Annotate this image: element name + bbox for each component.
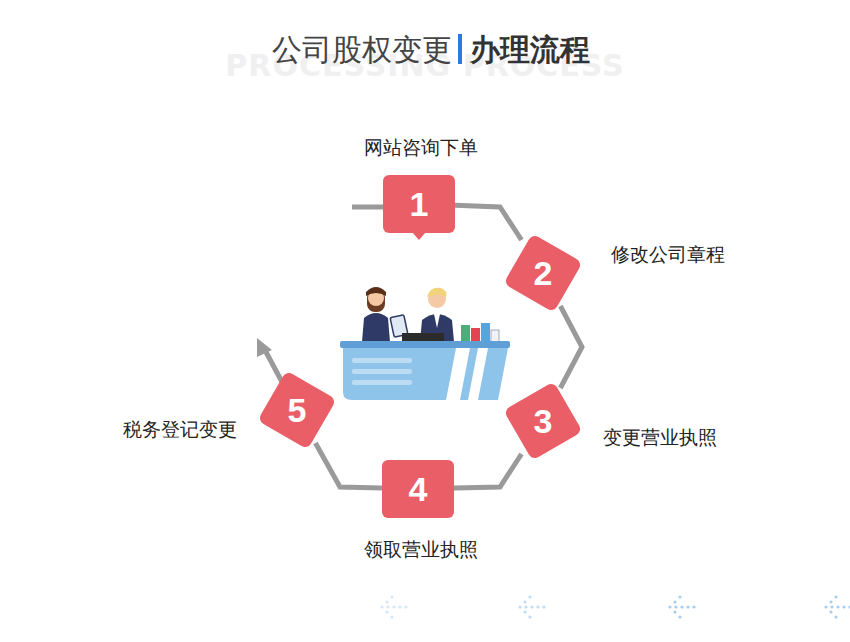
dot [678, 615, 681, 618]
dot [398, 605, 401, 608]
step-label: 领取营业执照 [364, 537, 478, 563]
dot [668, 605, 671, 608]
dot [380, 605, 383, 608]
flow-connector [455, 205, 522, 240]
dot [523, 600, 526, 603]
dot [834, 615, 837, 618]
dot [829, 600, 832, 603]
dot [390, 595, 393, 598]
dot [404, 605, 407, 608]
step-box: 3变更营业执照 [510, 388, 576, 454]
dot [385, 600, 388, 603]
dot [524, 605, 527, 608]
dot [518, 605, 521, 608]
dot [842, 605, 845, 608]
dot [536, 605, 539, 608]
step-label: 修改公司章程 [611, 242, 725, 268]
step-number: 3 [510, 388, 576, 454]
dot [692, 605, 695, 608]
step-box: 5税务登记变更 [264, 377, 330, 443]
step-number: 4 [382, 460, 454, 518]
dot [523, 610, 526, 613]
dot [829, 610, 832, 613]
flow-connector [454, 454, 522, 488]
dot [678, 595, 681, 598]
step-number: 2 [510, 240, 576, 306]
dot [673, 610, 676, 613]
dot [848, 605, 850, 608]
step-box: 1网站咨询下单 [383, 175, 455, 233]
dot [834, 595, 837, 598]
decorative-arrows [380, 595, 850, 618]
dot [542, 605, 545, 608]
flow-connector [560, 306, 582, 388]
dot [686, 605, 689, 608]
step-box: 2修改公司章程 [510, 240, 576, 306]
dot [824, 605, 827, 608]
title-bar [458, 34, 462, 64]
title-emphasis: 办理流程 [470, 30, 590, 71]
step-label: 变更营业执照 [603, 425, 717, 451]
step-box: 4领取营业执照 [382, 460, 454, 518]
step-label: 网站咨询下单 [364, 135, 478, 161]
dot [836, 605, 839, 608]
dot [385, 610, 388, 613]
dot [528, 595, 531, 598]
step-number: 5 [264, 377, 330, 443]
dot [674, 605, 677, 608]
dot [386, 605, 389, 608]
title: 公司股权变更 [272, 30, 452, 71]
dot [830, 605, 833, 608]
arrow-head [257, 338, 272, 357]
dot [392, 605, 395, 608]
dot [680, 605, 683, 608]
desk-illustration [340, 287, 510, 400]
dot [390, 615, 393, 618]
dot [528, 615, 531, 618]
dot [530, 605, 533, 608]
step-label: 税务登记变更 [123, 417, 237, 443]
dot [673, 600, 676, 603]
flow-connector [315, 443, 382, 488]
step-number: 1 [383, 175, 455, 233]
